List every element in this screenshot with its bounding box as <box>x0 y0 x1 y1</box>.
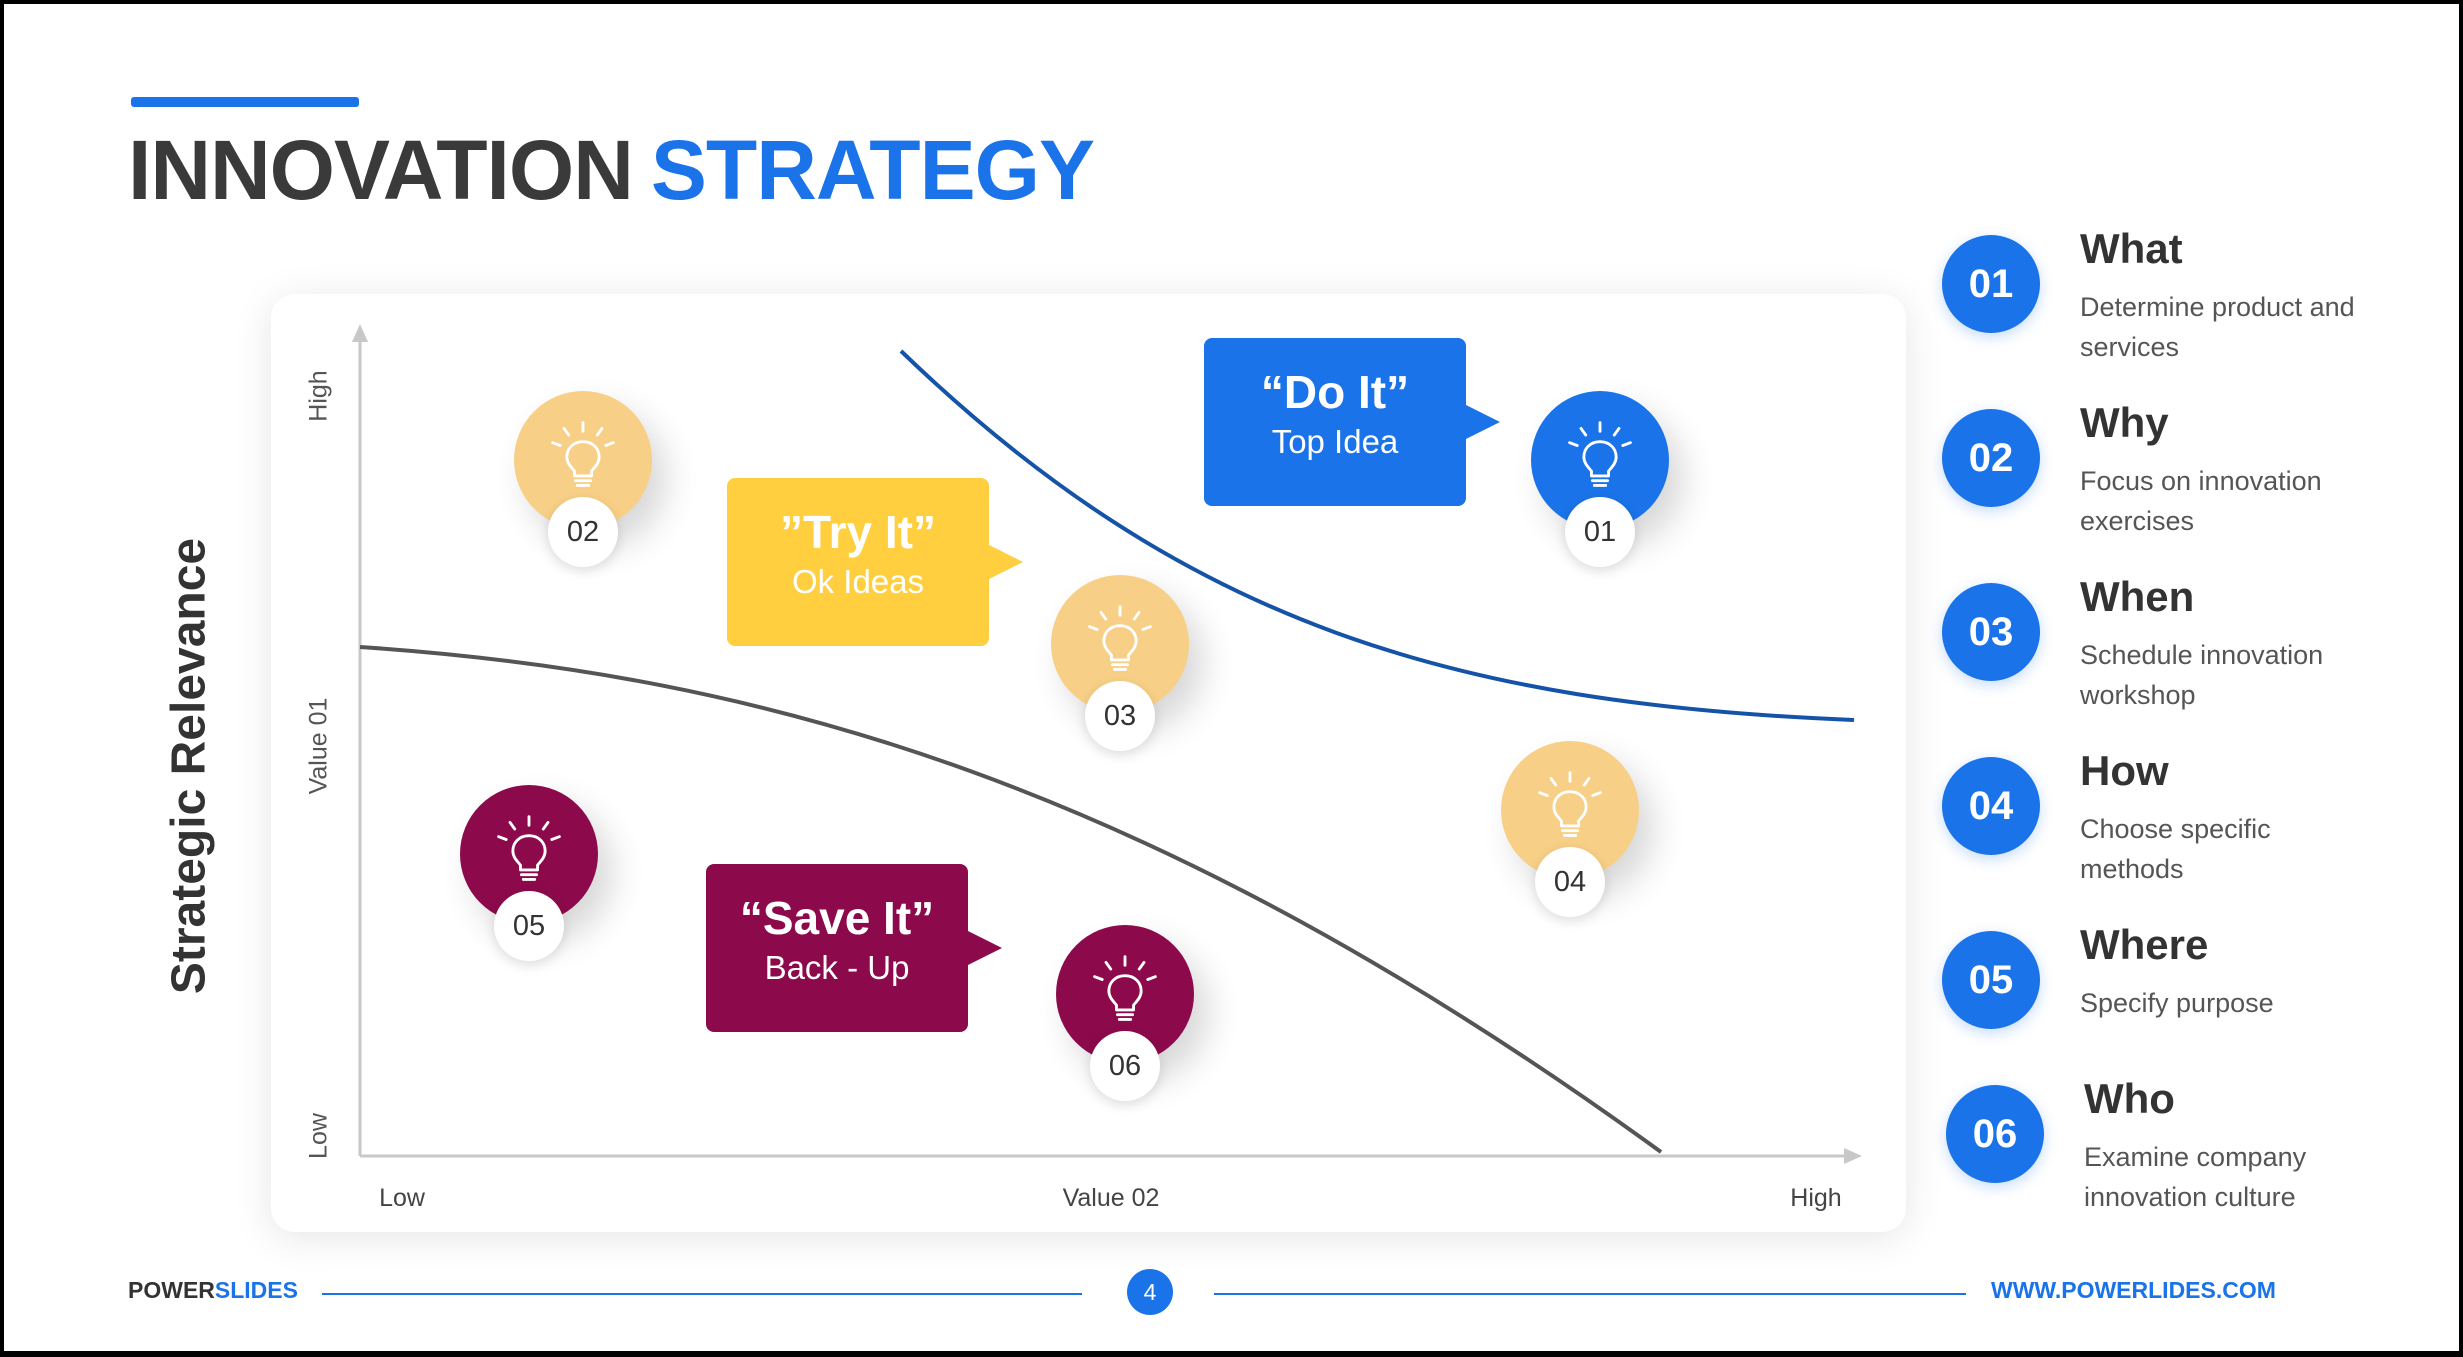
lightbulb-icon <box>1538 771 1602 837</box>
legend-description: Specify purpose <box>2080 988 2274 1018</box>
callout-do-it-tail <box>1464 404 1500 440</box>
legend-heading: Why <box>2080 399 2169 446</box>
legend-number: 04 <box>1942 757 2040 855</box>
callout-do-it-sub: Top Idea <box>1271 423 1399 460</box>
footer-brand-part1: POWER <box>128 1277 215 1303</box>
legend-heading: Who <box>2084 1075 2175 1122</box>
legend-description: Determine product and services <box>2080 292 2355 362</box>
bulb-02: 02 <box>514 391 652 567</box>
footer-line-right <box>1214 1293 1966 1295</box>
title-part2: STRATEGY <box>650 123 1095 217</box>
lightbulb-icon <box>1093 955 1157 1021</box>
bulb-number: 01 <box>1565 497 1635 567</box>
legend-description: Choose specific methods <box>2080 814 2271 884</box>
legend-heading: How <box>2080 747 2169 794</box>
lightbulb-icon <box>497 815 561 881</box>
legend-number: 02 <box>1942 409 2040 507</box>
legend-number: 03 <box>1942 583 2040 681</box>
bulb-01: 01 <box>1531 391 1669 567</box>
bulb-number: 04 <box>1535 847 1605 917</box>
bulb-05: 05 <box>460 785 598 961</box>
legend-heading: What <box>2080 225 2183 272</box>
callout-save-it-quote: “Save It” <box>739 892 935 944</box>
x-tick-mid: Value 02 <box>1062 1184 1160 1212</box>
bulb-number: 02 <box>548 497 618 567</box>
bulb-04: 04 <box>1501 741 1639 917</box>
y-axis-arrow <box>352 324 368 342</box>
legend-heading: Where <box>2080 921 2209 968</box>
callout-try-it: ”Try It” Ok Ideas <box>727 478 1023 646</box>
bottom-curve <box>359 645 1663 1154</box>
callout-do-it-quote: “Do It” <box>1260 366 1410 418</box>
callout-save-it: “Save It” Back - Up <box>706 864 1002 1032</box>
callout-save-it-sub: Back - Up <box>764 949 910 986</box>
top-curve <box>899 349 1855 722</box>
callout-try-it-sub: Ok Ideas <box>791 563 925 600</box>
callout-try-it-tail <box>987 544 1023 580</box>
bulb-06: 06 <box>1056 925 1194 1101</box>
title-accent-bar <box>131 97 359 107</box>
x-tick-high: High <box>1790 1184 1842 1212</box>
title-part1: INNOVATION <box>128 123 634 217</box>
callout-do-it: “Do It” Top Idea <box>1204 338 1500 506</box>
lightbulb-icon <box>1568 421 1632 487</box>
lightbulb-icon <box>551 421 615 487</box>
page-number: 4 <box>1127 1269 1173 1315</box>
legend-number: 01 <box>1942 235 2040 333</box>
legend-description: Schedule innovation workshop <box>2080 640 2324 710</box>
legend-heading: When <box>2080 573 2195 620</box>
bulb-number: 03 <box>1085 681 1155 751</box>
bulb-03: 03 <box>1051 575 1189 751</box>
x-axis-arrow <box>1844 1148 1862 1164</box>
bulb-number: 06 <box>1090 1031 1160 1101</box>
legend-description: Focus on innovation exercises <box>2080 466 2322 536</box>
x-tick-low: Low <box>379 1184 425 1212</box>
legend-number: 06 <box>1946 1085 2044 1183</box>
footer-brand: POWERSLIDES <box>128 1277 298 1304</box>
callout-try-it-quote: ”Try It” <box>780 506 936 558</box>
lightbulb-icon <box>1088 605 1152 671</box>
footer-brand-part2: SLIDES <box>214 1277 298 1303</box>
footer-line-left <box>322 1293 1082 1295</box>
chart-lines <box>352 324 1862 1164</box>
callout-save-it-tail <box>966 930 1002 966</box>
legend-number: 05 <box>1942 931 2040 1029</box>
footer-url[interactable]: WWW.POWERLIDES.COM <box>1991 1277 2276 1303</box>
bulb-number: 05 <box>494 891 564 961</box>
legend-description: Examine company innovation culture <box>2084 1142 2307 1212</box>
